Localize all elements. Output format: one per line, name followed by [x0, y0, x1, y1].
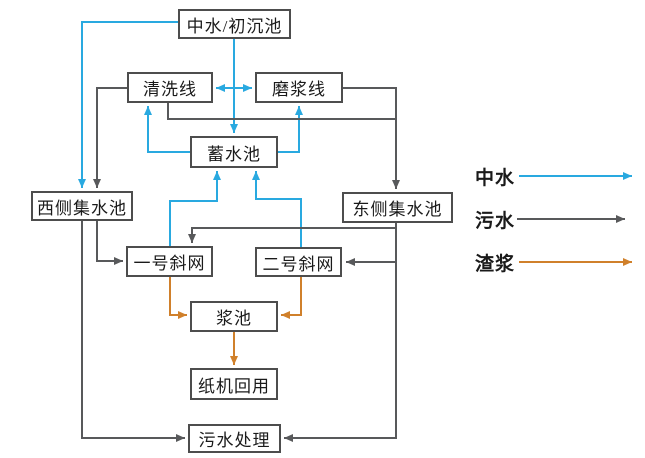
node-xushuichi: 蓄水池 [190, 136, 278, 168]
edge-yihao-to-xushuichi [169, 171, 221, 246]
node-zhongshui-chuchenchi: 中水/初沉池 [178, 9, 291, 39]
node-erhao-xiewang: 二号斜网 [255, 247, 342, 277]
edge-xushuichi-to-mojiangxian [278, 106, 303, 153]
edge-erhao-to-xushuichi [252, 171, 302, 247]
legend-label-zhongshui: 中水 [475, 167, 516, 189]
edge-zhongshuichi-to-xice [78, 21, 178, 188]
legend-item-wushui: 污水 [475, 208, 639, 232]
edge-qingxixian-to-xice [93, 87, 127, 188]
wushui-arrow-icon [517, 215, 625, 223]
edge-xice-to-yihao [96, 221, 123, 265]
node-yihao-xiewang: 一号斜网 [126, 246, 213, 277]
legend-label-wushui: 污水 [475, 210, 516, 232]
node-wushui-chuli: 污水处理 [188, 424, 281, 453]
node-dongce-jishuichi: 东侧集水池 [342, 192, 453, 223]
legend-item-zhajiang: 渣浆 [475, 251, 639, 275]
edge-xice-to-wushuichuli [81, 221, 185, 442]
zhajiang-arrow-icon [519, 258, 632, 266]
legend-item-zhongshui: 中水 [475, 165, 639, 189]
edge-dongce-to-wushuichuli [284, 223, 397, 442]
node-mojiangxian: 磨浆线 [255, 72, 343, 103]
node-xice-jishuichi: 西侧集水池 [31, 191, 133, 221]
edge-qingxixian-to-dongce [167, 103, 395, 120]
edge-xushuichi-to-qingxixian [144, 106, 190, 153]
edge-erhao-to-jiangchi [281, 277, 302, 319]
node-jiangchi: 浆池 [190, 301, 278, 332]
edge-yihao-to-jiangchi [169, 277, 187, 319]
edge-mojiangxian-to-dongce [343, 87, 400, 189]
legend: 中水 污水 渣浆 [475, 165, 639, 294]
legend-label-zhajiang: 渣浆 [475, 253, 516, 275]
edge-dongce-to-yihao [188, 227, 396, 243]
node-zhiji-huiyong: 纸机回用 [190, 368, 278, 400]
zhongshui-arrow-icon [519, 172, 632, 180]
node-qingxixian: 清洗线 [127, 72, 213, 103]
